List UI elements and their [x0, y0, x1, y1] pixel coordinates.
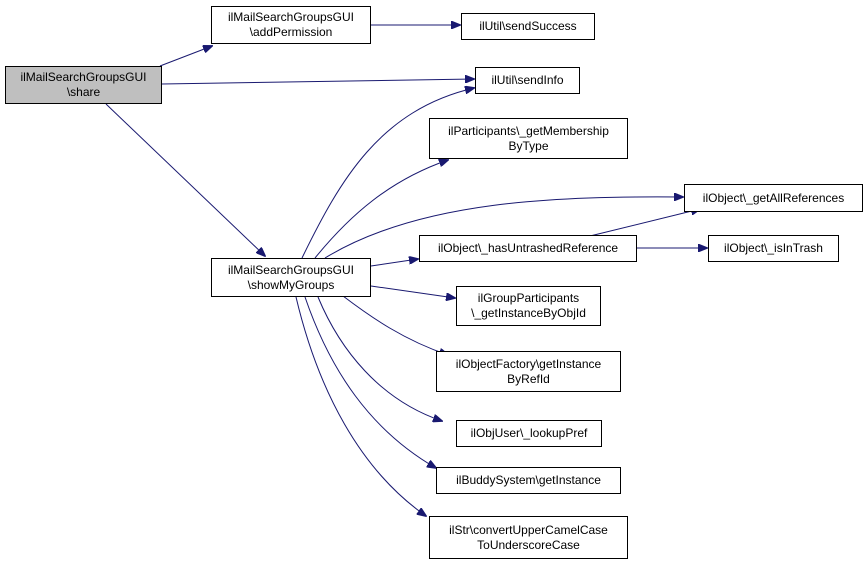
edge-showmygroups-to-convertcase [295, 296, 426, 516]
node-send-info-line1: ilUtil\sendInfo [491, 73, 564, 87]
node-object-factory[interactable]: ilObjectFactory\getInstance ByRefId [436, 351, 621, 392]
edge-share-to-showmygroups [105, 103, 265, 256]
node-get-membership-line2: ByType [508, 138, 549, 153]
node-object-factory-line1: ilObjectFactory\getInstance [455, 356, 602, 371]
edge-showmygroups-to-groupparticipants [370, 285, 455, 298]
edge-showmygroups-to-sendinfo [301, 88, 474, 259]
node-lookup-pref-line1: ilObjUser\_lookupPref [470, 426, 588, 440]
node-add-permission[interactable]: ilMailSearchGroupsGUI \addPermission [211, 6, 371, 44]
node-buddy-system[interactable]: ilBuddySystem\getInstance [436, 467, 621, 494]
node-show-my-groups[interactable]: ilMailSearchGroupsGUI \showMyGroups [211, 258, 371, 297]
node-share-line2: \share [66, 85, 101, 99]
edge-hasuntrashed-to-getallreferences [589, 209, 700, 237]
edge-share-to-addpermission [159, 46, 212, 67]
node-send-success[interactable]: ilUtil\sendSuccess [461, 13, 595, 40]
edge-showmygroups-to-lookuppref [317, 296, 442, 421]
node-group-participants-line1: ilGroupParticipants [477, 291, 580, 305]
node-add-permission-line1: ilMailSearchGroupsGUI [227, 10, 355, 24]
node-lookup-pref[interactable]: ilObjUser\_lookupPref [456, 420, 602, 447]
node-send-success-line1: ilUtil\sendSuccess [479, 19, 577, 33]
node-show-my-groups-line2: \showMyGroups [247, 277, 335, 292]
edge-showmygroups-to-objectfactory [342, 295, 448, 355]
node-group-participants-line2: \_getInstanceByObjId [471, 306, 586, 320]
node-send-info[interactable]: ilUtil\sendInfo [475, 67, 580, 94]
node-has-untrashed-reference[interactable]: ilObject\_hasUntrashedReference [419, 235, 637, 262]
node-group-participants[interactable]: ilGroupParticipants \_getInstanceByObjId [456, 286, 601, 326]
node-get-all-references[interactable]: ilObject\_getAllReferences [684, 184, 863, 212]
node-show-my-groups-line1: ilMailSearchGroupsGUI [227, 262, 355, 277]
edge-showmygroups-to-hasuntrashed [370, 259, 418, 267]
node-add-permission-line2: \addPermission [249, 25, 333, 39]
node-get-membership-by-type[interactable]: ilParticipants\_getMembership ByType [429, 118, 628, 159]
node-convert-case[interactable]: ilStr\convertUpperCamelCase ToUnderscore… [429, 516, 628, 559]
node-get-all-references-line1: ilObject\_getAllReferences [702, 190, 845, 205]
edge-showmygroups-to-buddysystem [304, 296, 436, 468]
node-share-line1: ilMailSearchGroupsGUI [20, 70, 147, 84]
node-buddy-system-line1: ilBuddySystem\getInstance [456, 473, 601, 487]
edge-showmygroups-to-getmembership [314, 160, 448, 259]
edge-showmygroups-to-getallreferences [324, 197, 683, 259]
node-convert-case-line2: ToUnderscoreCase [477, 537, 580, 552]
node-is-in-trash[interactable]: ilObject\_isInTrash [708, 235, 839, 262]
node-get-membership-line1: ilParticipants\_getMembership [448, 123, 609, 138]
node-is-in-trash-line1: ilObject\_isInTrash [724, 241, 823, 255]
node-has-untrashed-line1: ilObject\_hasUntrashedReference [437, 241, 619, 255]
edge-share-to-sendinfo [161, 79, 474, 85]
node-share[interactable]: ilMailSearchGroupsGUI \share [5, 66, 162, 104]
node-convert-case-line1: ilStr\convertUpperCamelCase [449, 522, 608, 537]
node-object-factory-line2: ByRefId [507, 371, 550, 386]
